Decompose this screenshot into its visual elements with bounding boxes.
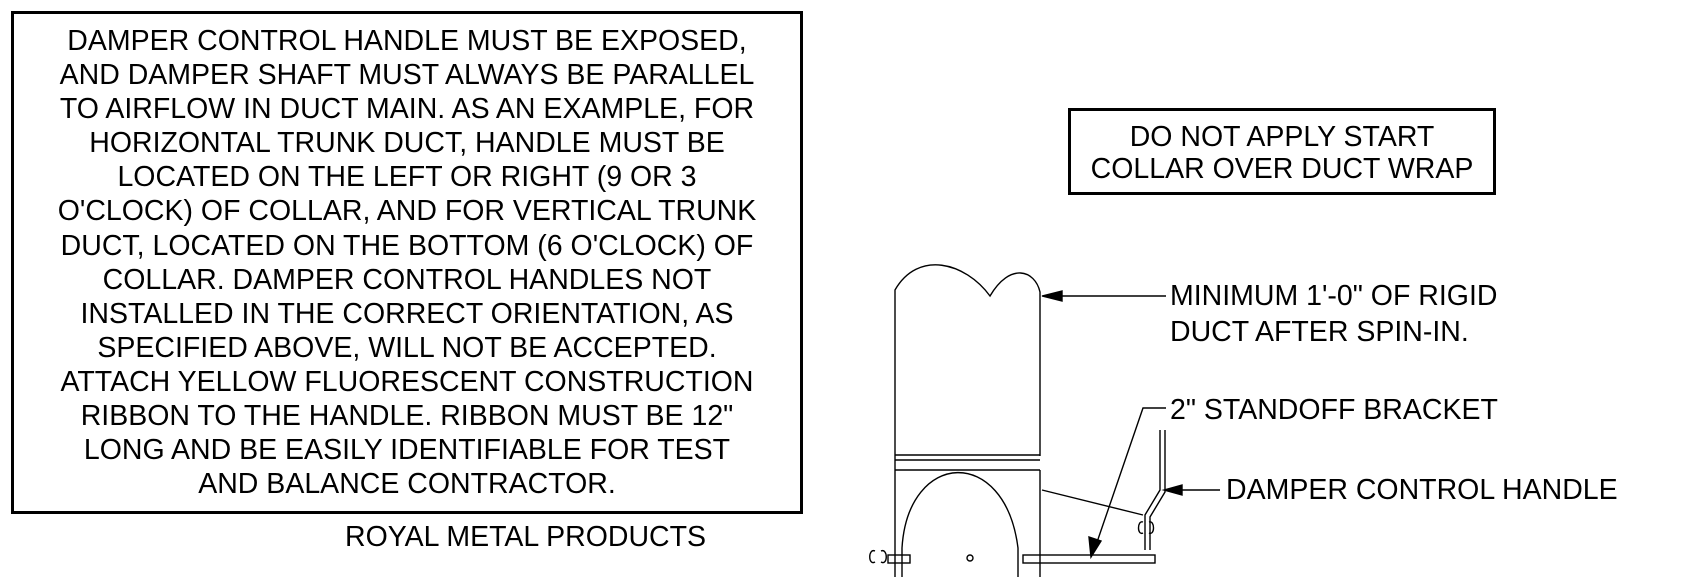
note-line: AND DAMPER SHAFT MUST ALWAYS BE PARALLEL — [59, 59, 755, 92]
damper-handle — [1144, 430, 1161, 550]
note-line: LOCATED ON THE LEFT OR RIGHT (9 OR 3 — [117, 161, 697, 194]
leader-bracket — [1094, 407, 1166, 549]
wing-nut-icon — [869, 550, 887, 564]
note-line: COLLAR. DAMPER CONTROL HANDLES NOT — [102, 263, 712, 296]
general-note-text: DAMPER CONTROL HANDLE MUST BE EXPOSED, A… — [14, 24, 800, 501]
arrowhead — [1088, 535, 1103, 560]
standoff-bracket — [1022, 554, 1156, 564]
note-line: O'CLOCK) OF COLLAR, AND FOR VERTICAL TRU… — [57, 195, 757, 228]
note-line: TO AIRFLOW IN DUCT MAIN. AS AN EXAMPLE, … — [59, 93, 755, 126]
general-note-box: DAMPER CONTROL HANDLE MUST BE EXPOSED, A… — [11, 11, 803, 514]
note-line: DAMPER CONTROL HANDLE MUST BE EXPOSED, — [67, 25, 747, 57]
callout-line: DUCT AFTER SPIN-IN. — [1170, 316, 1469, 348]
note-line: HORIZONTAL TRUNK DUCT, HANDLE MUST BE — [89, 127, 725, 160]
note-line: SPECIFIED ABOVE, WILL NOT BE ACCEPTED. — [97, 331, 717, 364]
note-line: DUCT, LOCATED ON THE BOTTOM (6 O'CLOCK) … — [60, 229, 754, 262]
arrowhead — [1161, 484, 1183, 496]
handle-callout: DAMPER CONTROL HANDLE — [1226, 474, 1618, 506]
note-line: INSTALLED IN THE CORRECT ORIENTATION, AS — [80, 297, 734, 330]
left-bracket-tab — [887, 554, 911, 564]
note-line: ATTACH YELLOW FLUORESCENT CONSTRUCTION — [60, 365, 754, 398]
rigid-duct-outline — [894, 264, 1041, 545]
arrowhead — [1041, 290, 1063, 302]
warning-line: COLLAR OVER DUCT WRAP — [1090, 153, 1474, 185]
bracket-callout: 2" STANDOFF BRACKET — [1170, 394, 1498, 426]
note-line: AND BALANCE CONTRACTOR. — [198, 468, 616, 501]
rigid-duct-callout: MINIMUM 1'-0" OF RIGID DUCT AFTER SPIN-I… — [1170, 278, 1497, 350]
note-line: RIBBON TO THE HANDLE. RIBBON MUST BE 12" — [80, 400, 734, 433]
damper-shaft-line — [1041, 489, 1144, 516]
warning-text: DO NOT APPLY START COLLAR OVER DUCT WRAP — [1071, 121, 1493, 185]
warning-box: DO NOT APPLY START COLLAR OVER DUCT WRAP — [1068, 108, 1496, 195]
company-name: ROYAL METAL PRODUCTS — [345, 521, 707, 553]
note-line: LONG AND BE EASILY IDENTIFIABLE FOR TEST — [83, 434, 731, 467]
collar-arc — [901, 471, 1019, 577]
wing-nut-icon — [1137, 521, 1155, 535]
shaft-hole — [966, 554, 974, 562]
callout-line: MINIMUM 1'-0" OF RIGID — [1170, 280, 1498, 312]
warning-line: DO NOT APPLY START — [1129, 121, 1435, 153]
